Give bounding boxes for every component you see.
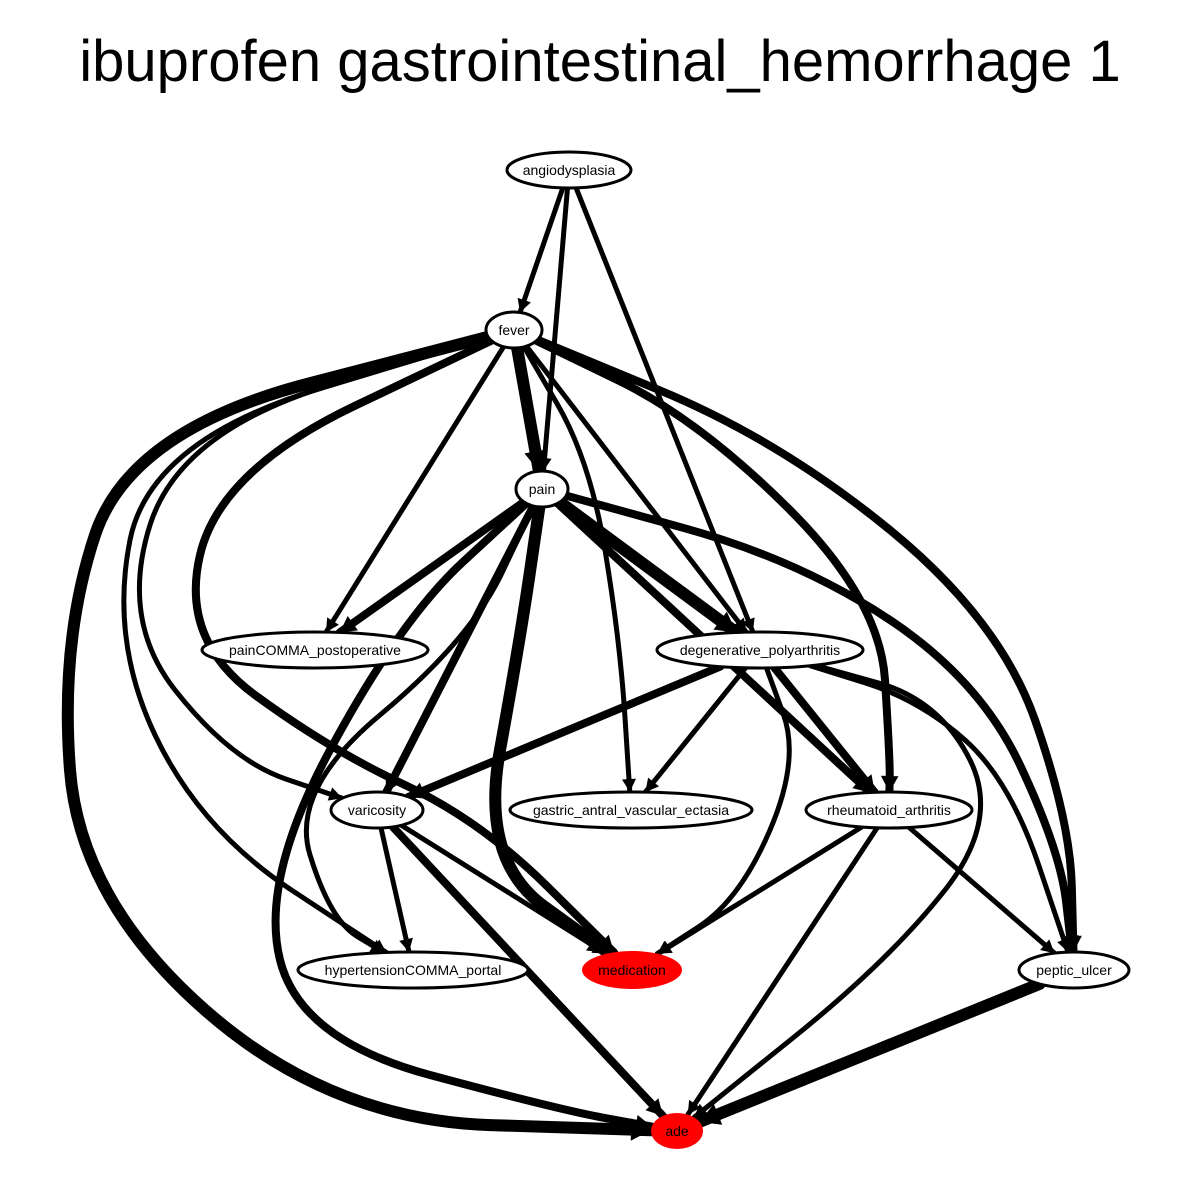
node-ra: rheumatoid_arthritis	[804, 790, 974, 830]
node-shape-pain	[514, 469, 570, 509]
arrowhead-pain-to-htn_portal	[369, 939, 385, 953]
arrowhead-pain-to-pain_postop	[339, 616, 358, 633]
node-shape-fever	[484, 310, 544, 350]
node-label-ra: rheumatoid_arthritis	[827, 802, 951, 818]
arrowhead-fever-to-pain_postop	[326, 617, 339, 633]
arrowhead-degen_poly-to-gave	[645, 777, 659, 793]
arrowhead-fever-to-pain	[524, 449, 547, 472]
edge-angiodysplasia-to-pain	[541, 185, 570, 474]
edge-varicosity-to-htn_portal	[378, 825, 412, 955]
edge-ra-to-medication	[655, 824, 865, 957]
edges-layer	[61, 185, 1082, 1141]
arrowhead-angiodysplasia-to-degen_poly	[741, 617, 755, 632]
arrowhead-fever-to-degen_poly	[732, 617, 747, 633]
nodes-layer: angiodysplasia fever pain painCOMMA_postope…	[200, 150, 1131, 1149]
node-medication: medication	[582, 951, 682, 989]
arrowhead-fever-to-gave	[622, 778, 636, 792]
node-label-peptic: peptic_ulcer	[1036, 962, 1112, 978]
edge-varicosity-to-medication	[398, 822, 609, 957]
arrowhead-varicosity-to-medication	[591, 940, 607, 954]
node-degen_poly: degenerative_polyarthritis	[655, 630, 865, 670]
arrowhead-angiodysplasia-to-fever	[517, 297, 531, 313]
edge-peptic-to-ade	[693, 978, 1046, 1128]
edge-degen_poly-to-ra	[770, 663, 879, 797]
edge-degen_poly-to-varicosity	[404, 662, 725, 801]
edge-ra-to-ade	[685, 825, 880, 1118]
edge-fever-to-ade	[61, 330, 657, 1137]
edge-fever-to-medication	[191, 336, 618, 957]
arrowhead-pain-to-ade	[634, 1115, 652, 1133]
node-shape-peptic	[1017, 950, 1131, 990]
arrowhead-ra-to-peptic	[1040, 939, 1055, 954]
node-pain: pain	[514, 469, 570, 509]
edge-fever-to-ra	[532, 336, 894, 796]
edge-degen_poly-to-gave	[642, 665, 749, 795]
node-pain_postop: painCOMMA_postoperative	[200, 630, 430, 670]
edge-ra-to-peptic	[906, 825, 1057, 956]
node-shape-angiodysplasia	[505, 150, 633, 190]
node-label-gave: gastric_antral_vascular_ectasia	[533, 802, 729, 818]
arrowhead-fever-to-varicosity	[327, 787, 343, 801]
arrowhead-varicosity-to-htn_portal	[399, 937, 413, 952]
edge-pain-to-htn_portal	[303, 503, 537, 956]
edge-fever-to-varicosity	[136, 335, 492, 801]
node-label-ade: ade	[665, 1123, 689, 1139]
node-label-varicosity: varicosity	[348, 802, 406, 818]
node-shape-gave	[508, 790, 754, 830]
node-label-htn_portal: hypertensionCOMMA_portal	[325, 962, 502, 978]
node-htn_portal: hypertensionCOMMA_portal	[296, 950, 530, 990]
edge-fever-to-degen_poly	[523, 343, 749, 635]
arrowhead-fever-to-ra	[880, 775, 899, 792]
arrowhead-varicosity-to-ade	[645, 1098, 663, 1116]
edge-pain-to-medication	[489, 500, 615, 960]
node-label-pain_postop: painCOMMA_postoperative	[229, 642, 401, 658]
node-shape-ade	[651, 1113, 703, 1149]
arrowhead-peptic-to-ade	[699, 1104, 723, 1125]
edge-angiodysplasia-to-fever	[517, 185, 566, 315]
arrowhead-degen_poly-to-varicosity	[408, 782, 427, 799]
arrowhead-ra-to-ade	[687, 1099, 701, 1115]
node-shape-htn_portal	[296, 950, 530, 990]
node-fever: fever	[484, 310, 544, 350]
edge-degen_poly-to-ade	[691, 662, 984, 1120]
arrowhead-pain-to-varicosity	[385, 774, 402, 793]
node-varicosity: varicosity	[329, 790, 425, 830]
edge-fever-to-htn_portal	[121, 335, 492, 955]
node-angiodysplasia: angiodysplasia	[505, 150, 633, 190]
arrowhead-pain-to-degen_poly	[713, 611, 737, 633]
arrowhead-degen_poly-to-peptic	[1057, 937, 1071, 953]
node-gave: gastric_antral_vascular_ectasia	[508, 790, 754, 830]
edge-pain-to-pain_postop	[335, 497, 528, 637]
edge-fever-to-pain	[511, 341, 545, 478]
arrowhead-degen_poly-to-ra	[857, 774, 875, 793]
edge-degen_poly-to-peptic	[807, 663, 1071, 955]
edge-pain-to-peptic	[562, 491, 1076, 956]
edge-pain-to-degen_poly	[553, 496, 743, 639]
node-shape-medication	[582, 951, 682, 989]
node-ade: ade	[651, 1113, 703, 1149]
node-label-angiodysplasia: angiodysplasia	[523, 162, 616, 178]
node-label-medication: medication	[598, 962, 666, 978]
node-shape-varicosity	[329, 790, 425, 830]
node-label-degen_poly: degenerative_polyarthritis	[680, 642, 840, 658]
edge-fever-to-pain_postop	[323, 344, 507, 635]
node-label-pain: pain	[529, 481, 555, 497]
edge-fever-to-peptic	[533, 335, 1078, 956]
edge-degen_poly-to-medication	[654, 665, 792, 957]
node-peptic: peptic_ulcer	[1017, 950, 1131, 990]
node-shape-pain_postop	[200, 630, 430, 670]
node-shape-ra	[804, 790, 974, 830]
arrowhead-ra-to-medication	[658, 941, 673, 954]
node-label-fever: fever	[498, 322, 529, 338]
graph-title: ibuprofen gastrointestinal_hemorrhage 1	[79, 29, 1121, 94]
arrowhead-pain-to-medication	[586, 932, 609, 954]
node-shape-degen_poly	[655, 630, 865, 670]
